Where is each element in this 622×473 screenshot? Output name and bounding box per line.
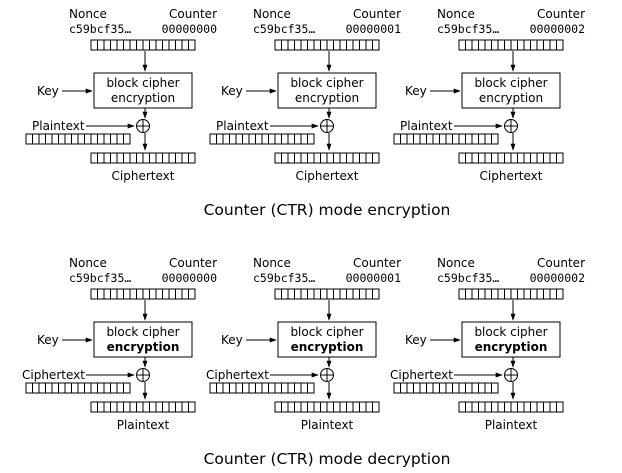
nonce-label: Nonce [437,256,475,270]
block-cipher-label-line2: encryption [479,91,543,105]
output-label: Plaintext [117,418,170,432]
output-register [274,152,380,164]
input-label: Plaintext [400,119,453,133]
output-register [90,152,196,164]
encryption-block-3: Nonce Counter c59bcf35… 00000002 block ciphe… [393,7,585,183]
block-cipher-box [461,72,561,109]
decryption-section: Nonce Counter c59bcf35… 00000000 block ciphe… [22,256,585,468]
counter-label: Counter [537,256,585,270]
block-cipher-box [93,321,193,358]
block-cipher-label-line1: block cipher [474,76,547,90]
counter-value: 00000001 [346,271,401,285]
counter-label: Counter [537,7,585,21]
output-label: Ciphertext [296,169,359,183]
output-label: Plaintext [485,418,538,432]
output-label: Ciphertext [480,169,543,183]
key-label: Key [37,84,59,98]
nonce-label: Nonce [253,7,291,21]
output-register [90,401,196,413]
nonce-value: c59bcf35… [437,22,499,36]
input-register [25,382,131,394]
counter-label: Counter [169,7,217,21]
key-label: Key [405,84,427,98]
input-register [25,133,131,145]
input-label: Ciphertext [22,368,85,382]
counter-register [458,39,564,51]
counter-label: Counter [169,256,217,270]
nonce-value: c59bcf35… [253,271,315,285]
counter-register [274,39,380,51]
nonce-value: c59bcf35… [69,22,131,36]
input-register [209,133,315,145]
decryption-block-2: Nonce Counter c59bcf35… 00000001 block ciphe… [206,256,401,432]
input-label: Ciphertext [390,368,453,382]
counter-value: 00000000 [162,22,217,36]
counter-label: Counter [353,256,401,270]
counter-register [90,39,196,51]
block-cipher-box [93,72,193,109]
input-register [209,382,315,394]
nonce-label: Nonce [69,7,107,21]
key-label: Key [221,84,243,98]
nonce-value: c59bcf35… [437,271,499,285]
encryption-section: Nonce Counter c59bcf35… 00000000 block ciphe… [25,7,585,219]
nonce-value: c59bcf35… [253,22,315,36]
output-register [458,152,564,164]
input-register [393,133,499,145]
block-cipher-label-line1: block cipher [474,325,547,339]
counter-value: 00000002 [530,22,585,36]
nonce-label: Nonce [253,256,291,270]
block-cipher-label-line1: block cipher [290,76,363,90]
block-cipher-label-line1: block cipher [290,325,363,339]
block-cipher-box [461,321,561,358]
counter-register [458,288,564,300]
key-label: Key [405,333,427,347]
block-cipher-box [277,321,377,358]
block-cipher-label-line2: encryption [291,340,364,354]
input-label: Plaintext [32,119,85,133]
encryption-caption: Counter (CTR) mode encryption [204,201,451,219]
encryption-block-2: Nonce Counter c59bcf35… 00000001 block ciphe… [209,7,401,183]
nonce-label: Nonce [437,7,475,21]
output-register [458,401,564,413]
block-cipher-label-line1: block cipher [106,76,179,90]
block-cipher-label-line1: block cipher [106,325,179,339]
decryption-block-1: Nonce Counter c59bcf35… 00000000 block ciphe… [22,256,217,432]
key-label: Key [221,333,243,347]
input-label: Ciphertext [206,368,269,382]
output-label: Plaintext [301,418,354,432]
output-label: Ciphertext [112,169,175,183]
block-cipher-label-line2: encryption [111,91,175,105]
nonce-label: Nonce [69,256,107,270]
input-label: Plaintext [216,119,269,133]
block-cipher-label-line2: encryption [295,91,359,105]
output-register [274,401,380,413]
key-label: Key [37,333,59,347]
counter-value: 00000000 [162,271,217,285]
counter-value: 00000001 [346,22,401,36]
counter-register [90,288,196,300]
decryption-block-3: Nonce Counter c59bcf35… 00000002 block ciphe… [390,256,585,432]
counter-value: 00000002 [530,271,585,285]
encryption-block-1: Nonce Counter c59bcf35… 00000000 block ciphe… [25,7,217,183]
counter-label: Counter [353,7,401,21]
block-cipher-label-line2: encryption [107,340,180,354]
nonce-value: c59bcf35… [69,271,131,285]
decryption-caption: Counter (CTR) mode decryption [204,450,451,468]
input-register [393,382,499,394]
block-cipher-box [277,72,377,109]
block-cipher-label-line2: encryption [475,340,548,354]
counter-register [274,288,380,300]
